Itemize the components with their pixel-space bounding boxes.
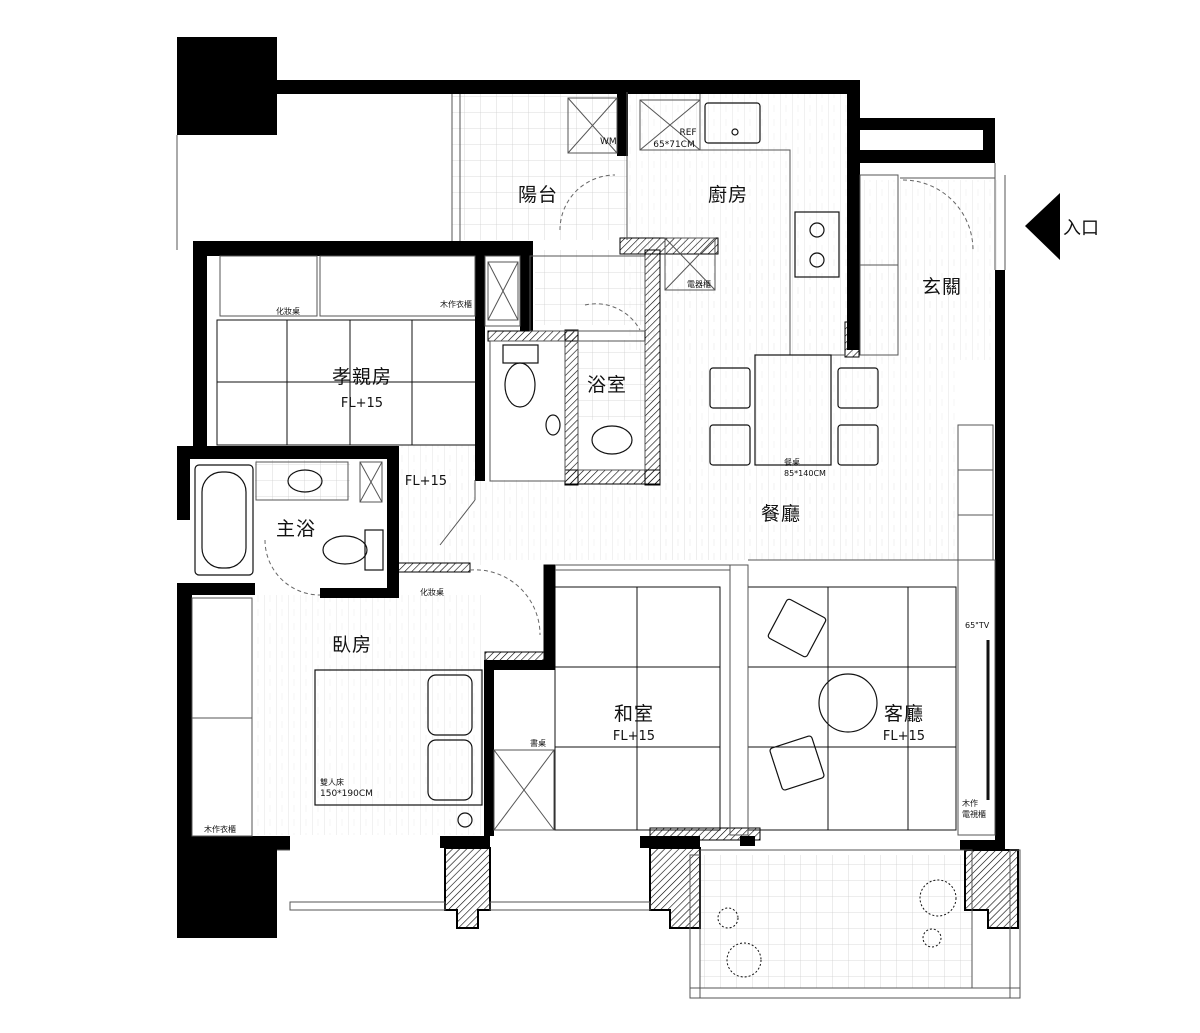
annotation-double-bed-size: 150*190CM [320,789,373,799]
label-corridor-fl: FL+15 [404,474,448,489]
label-parents-room-fl: FL+15 [340,396,384,411]
annotation-appliance-cabinet: 電器櫃 [687,280,711,289]
annotation-wardrobe-bedroom: 木作衣櫃 [204,825,236,834]
label-master-bath: 主浴 [275,518,317,540]
annotation-vanity-bedroom: 化妝桌 [420,588,444,597]
label-living-room-fl: FL+15 [882,729,926,744]
entrance-arrow-icon [1025,193,1060,260]
annotation-wardrobe-parents: 木作衣櫃 [440,300,472,309]
hatched-partitions [397,237,860,841]
annotation-tv-cabinet-2: 電視櫃 [962,810,986,819]
annotation-vanity-parents: 化妝桌 [276,307,300,316]
annotation-dining-table-size: 85*140CM [784,469,826,478]
annotation-tv-cabinet-1: 木作 [962,799,978,808]
annotation-fridge-size: 65*71CM [653,140,695,150]
label-entrance: 入口 [1063,218,1099,239]
walls [177,37,1005,938]
annotation-desk: 書桌 [530,739,546,748]
annotation-fridge: REF [679,128,697,138]
label-tatami-room: 和室 [613,703,655,725]
label-bedroom: 臥房 [331,634,373,656]
bay-columns [444,847,1019,929]
annotation-double-bed: 雙人床 [320,778,344,787]
floor-fills [255,92,998,988]
outlines [176,92,1021,999]
annotation-dining-table: 餐桌 [784,458,800,467]
label-entry-hall: 玄關 [921,276,963,298]
annotation-washing-machine: WM [600,137,617,147]
label-parents-room: 孝親房 [331,366,393,388]
label-balcony: 陽台 [517,184,559,206]
label-bathroom: 浴室 [586,374,628,396]
label-kitchen: 廚房 [707,184,749,206]
fixtures [194,102,990,828]
label-dining-room: 餐廳 [760,503,802,525]
door-swings [264,174,974,636]
label-living-room: 客廳 [883,703,925,725]
balcony-plants [717,879,957,978]
label-tatami-room-fl: FL+15 [612,729,656,744]
annotation-tv: 65"TV [965,621,990,630]
